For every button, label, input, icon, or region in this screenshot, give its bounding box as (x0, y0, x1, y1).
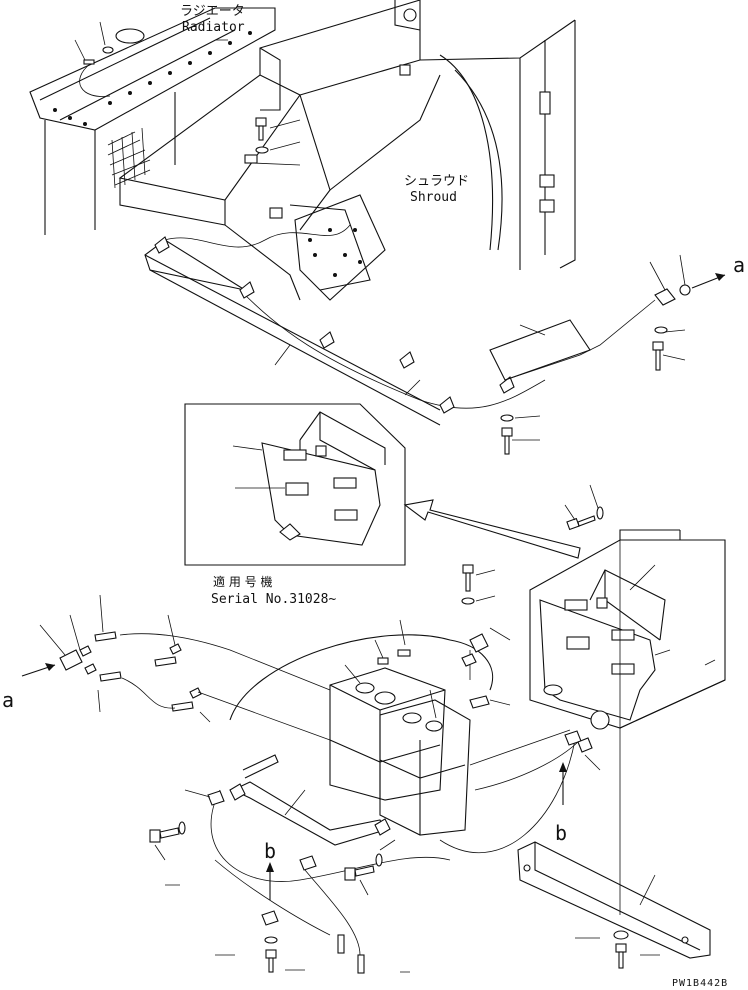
support-bar (184, 754, 391, 846)
bolt-stack-top-right (649, 254, 726, 371)
bolt-lower-left (149, 821, 186, 886)
shroud-label-en: Shroud (410, 190, 457, 205)
inset-detail (184, 403, 406, 566)
radiator-label-en: Radiator (182, 20, 245, 35)
serial-label-jp: 適 用 号 機 (213, 574, 272, 589)
shroud-label-jp: シュラウド (404, 174, 469, 189)
bolt-washer-right (564, 484, 604, 531)
left-fittings (21, 594, 331, 741)
radiator (29, 7, 276, 235)
reservoir-tanks (329, 619, 471, 836)
hose-upper (144, 224, 656, 426)
radiator-label-jp: ラジエータ (180, 4, 245, 19)
marker-a-top: a (733, 253, 745, 277)
shroud (118, 0, 576, 301)
serial-label-en: Serial No.31028~ (211, 592, 336, 607)
shroud-bolt (244, 117, 301, 166)
b-arrow-right (559, 730, 601, 805)
bolt-stack-center (461, 564, 496, 605)
part-code: PW1B442B (672, 978, 728, 989)
marker-b-lower: b (264, 839, 276, 863)
tank-bracket (529, 529, 726, 730)
detail-arrow (403, 499, 581, 559)
tank-hoses (210, 627, 581, 956)
lower-support-bracket (517, 530, 711, 969)
bolt-stack-mid (500, 414, 541, 455)
marker-a-left: a (2, 688, 14, 712)
bolt-lower-mid (299, 839, 396, 896)
b-arrow-lower (215, 862, 410, 974)
marker-b-right: b (555, 821, 567, 845)
